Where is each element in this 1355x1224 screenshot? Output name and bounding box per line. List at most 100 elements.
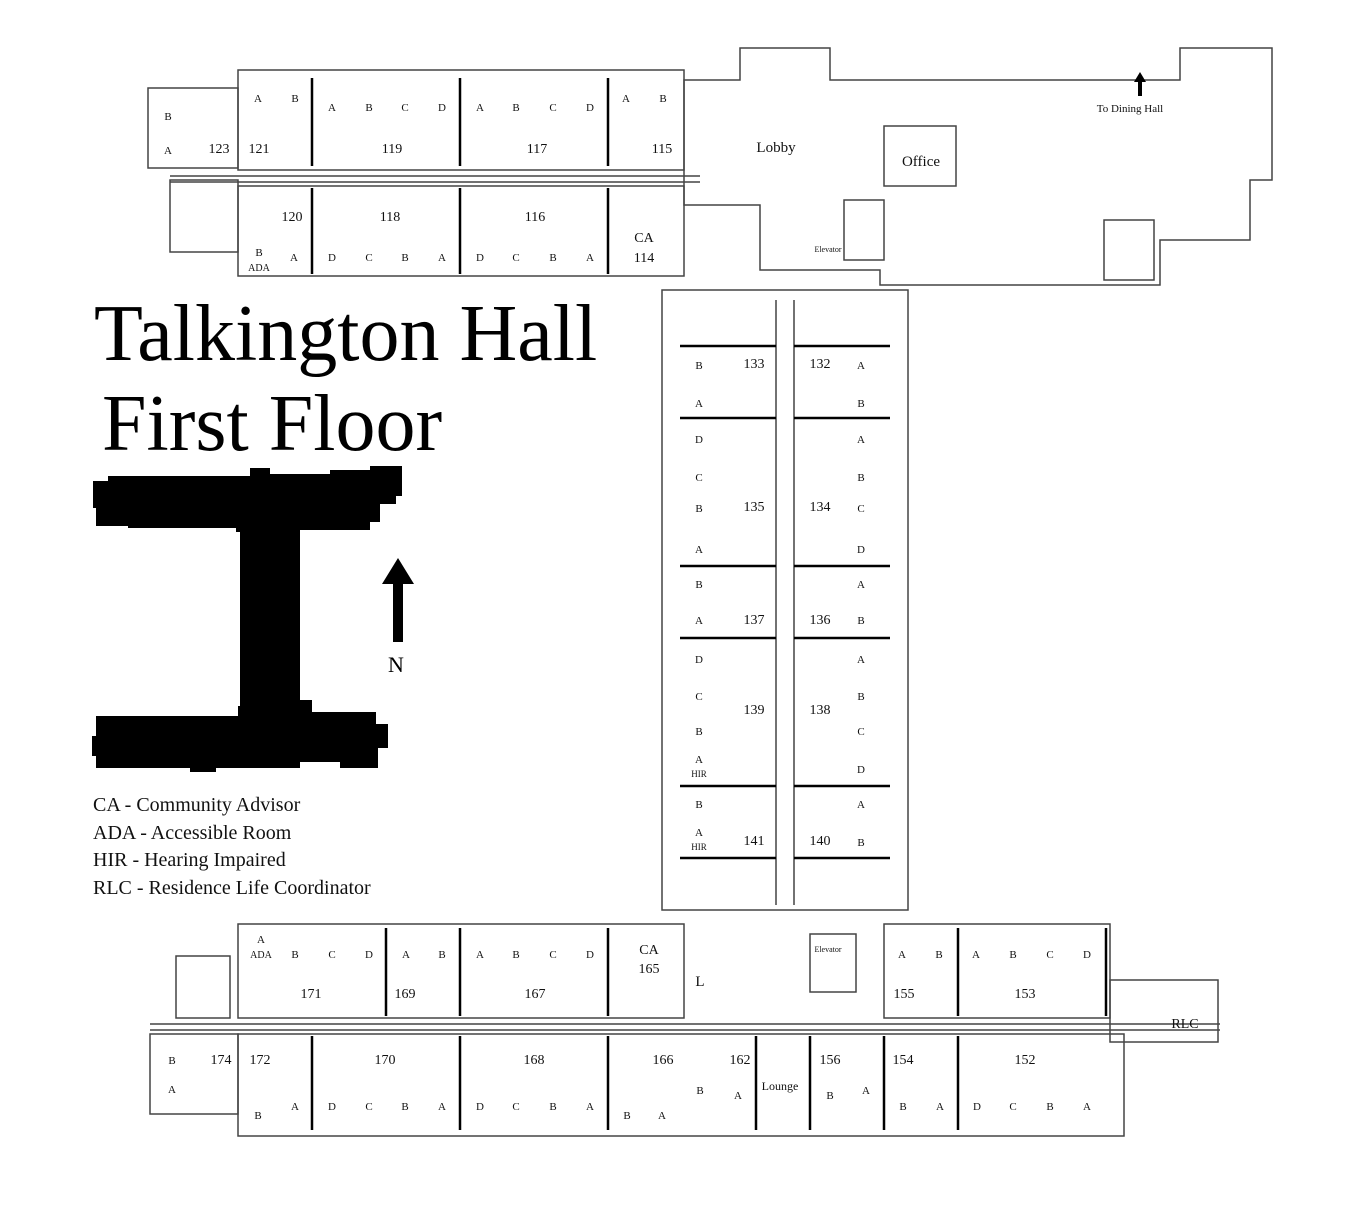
north-label: N [388, 652, 404, 677]
bed-label: A [328, 102, 336, 114]
room-number: 169 [395, 987, 416, 1002]
room-number: 153 [1015, 987, 1036, 1002]
south-wing-upper-east [883, 923, 1111, 1019]
bed-label: B [365, 102, 372, 114]
room-number: 114 [634, 251, 654, 266]
bed-label: D [695, 654, 703, 666]
bed-label: D [476, 1101, 484, 1113]
bed-label: A [695, 754, 703, 766]
spine-wing [661, 289, 909, 911]
room-number: 118 [380, 210, 400, 225]
bed-label: B [857, 691, 864, 703]
bed-label: A [438, 252, 446, 264]
bed-label: B [164, 111, 171, 123]
bed-label: D [1083, 949, 1091, 961]
bed-label: A [586, 252, 594, 264]
bed-label: A [290, 252, 298, 264]
room-number: 167 [525, 987, 546, 1002]
bed-label: C [1046, 949, 1053, 961]
south-elevator-shaft [809, 933, 857, 993]
laundry-label: L [695, 974, 704, 990]
north-elevator-label: Elevator [814, 245, 841, 254]
room-number: 133 [744, 357, 765, 372]
bed-label: B [695, 579, 702, 591]
room-number: 123 [209, 142, 230, 157]
bed-label: A [857, 360, 865, 372]
legend-item-hir: HIR - Hearing Impaired [93, 849, 286, 871]
bed-label: A [862, 1085, 870, 1097]
room-dividers [310, 78, 1108, 1130]
rlc-label: RLC [1171, 1017, 1198, 1032]
bed-label: B [1046, 1101, 1053, 1113]
bed-label: A [438, 1101, 446, 1113]
bed-label: C [1009, 1101, 1016, 1113]
room-number: 116 [525, 210, 545, 225]
bed-label: A [1083, 1101, 1091, 1113]
bed-label: C [365, 252, 372, 264]
south-stair [175, 955, 231, 1019]
bed-label: C [857, 503, 864, 515]
bed-label: D [857, 544, 865, 556]
office-room [883, 125, 957, 187]
north-elevator-shaft [843, 199, 885, 261]
north-wing-lower-block [237, 185, 685, 277]
room-number: 139 [744, 703, 765, 718]
bed-label: B [255, 247, 262, 259]
room-number: 141 [744, 834, 765, 849]
room-number: 137 [744, 613, 765, 628]
room-number: 154 [893, 1053, 914, 1068]
bed-label: D [973, 1101, 981, 1113]
bed-label: B [254, 1110, 261, 1122]
south-wing-west-end [149, 1033, 239, 1115]
room-number: 132 [810, 357, 831, 372]
room-number: 134 [810, 500, 831, 515]
bed-label: HIR [691, 769, 707, 779]
bed-label: C [857, 726, 864, 738]
bed-label: B [549, 252, 556, 264]
bed-label: B [857, 837, 864, 849]
bed-label: A [857, 799, 865, 811]
bed-label: D [328, 252, 336, 264]
bed-label: B [695, 726, 702, 738]
east-stair [1103, 219, 1155, 281]
legend-item-ada: ADA - Accessible Room [93, 821, 292, 844]
bed-label: B [291, 93, 298, 105]
bed-label: D [328, 1101, 336, 1113]
legend-item-ca: CA - Community Advisor [93, 794, 301, 816]
bed-label: ADA [250, 950, 272, 961]
room-number: 140 [810, 834, 831, 849]
bed-label: ADA [248, 263, 270, 274]
bed-label: C [401, 102, 408, 114]
bed-label: A [476, 102, 484, 114]
bed-label: B [695, 503, 702, 515]
room-number: 172 [250, 1053, 271, 1068]
bed-label: D [476, 252, 484, 264]
room-number: 171 [301, 987, 322, 1002]
room-number: 117 [527, 142, 547, 157]
south-wing-lower-block [237, 1033, 1125, 1137]
bed-label: B [401, 1101, 408, 1113]
bed-label: C [365, 1101, 372, 1113]
room-number: 136 [810, 613, 831, 628]
bed-label: A [857, 579, 865, 591]
bed-label: D [365, 949, 373, 961]
bed-label: A [857, 434, 865, 446]
legend-item-rlc: RLC - Residence Life Coordinator [93, 876, 371, 899]
bed-label: A [658, 1110, 666, 1122]
bed-label: C [549, 949, 556, 961]
bed-label: C [512, 1101, 519, 1113]
bed-label: B [623, 1110, 630, 1122]
room-number: 121 [249, 142, 270, 157]
bed-label: A [972, 949, 980, 961]
bed-label: B [401, 252, 408, 264]
bed-label: D [438, 102, 446, 114]
bed-label: A [898, 949, 906, 961]
south-wing-upper-west [237, 923, 685, 1019]
bed-label: D [695, 434, 703, 446]
bed-label: A [857, 654, 865, 666]
bed-label: A [168, 1084, 176, 1096]
bed-label: A [695, 615, 703, 627]
bed-label: A [164, 145, 172, 157]
